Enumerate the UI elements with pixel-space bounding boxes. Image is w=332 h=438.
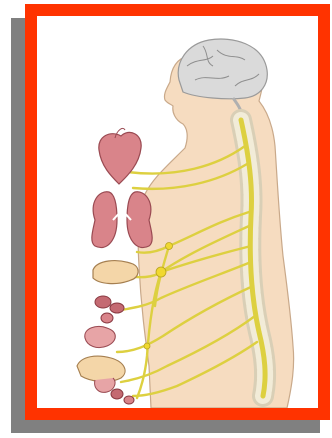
picture-frame	[25, 4, 330, 420]
organ-stomach	[85, 326, 115, 347]
organ-heart	[99, 128, 141, 184]
organ-lungs	[92, 192, 152, 248]
organ-liver	[93, 261, 138, 284]
nervous-system-illustration	[37, 16, 318, 408]
organ-kidneys	[95, 296, 124, 323]
